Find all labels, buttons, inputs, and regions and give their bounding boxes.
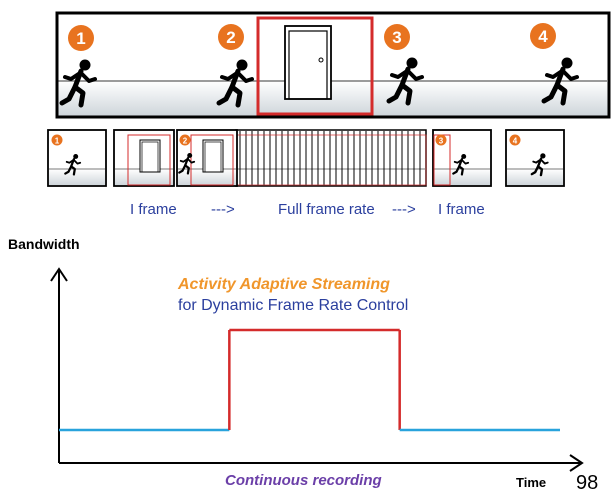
- scene-panel: 1 2 3 4: [55, 11, 613, 121]
- marker-4: 4: [530, 23, 556, 49]
- bottom-caption: Continuous recording: [225, 472, 382, 489]
- chart-axes: [50, 267, 584, 472]
- marker-1-label: 1: [76, 29, 85, 48]
- bandwidth-chart: [0, 255, 613, 485]
- thumbnail-2: 2: [176, 129, 238, 187]
- frame-caption: I frame ---> Full frame rate ---> I fram…: [0, 201, 613, 221]
- thumbnail-1: 1: [47, 129, 107, 187]
- marker-2: 2: [218, 24, 244, 50]
- annotation-subtitle: for Dynamic Frame Rate Control: [178, 297, 409, 314]
- page-number: 98: [576, 472, 599, 494]
- frame-strip-svg: 1 2: [47, 129, 565, 187]
- scene-svg: 1 2 3 4: [55, 11, 611, 119]
- door-highlight-box: [256, 16, 374, 116]
- door-knob: [318, 57, 324, 63]
- thumb-1-marker: 1: [55, 137, 60, 146]
- thumb-3-marker: 3: [439, 137, 444, 146]
- caption-iframe-right: I frame: [438, 201, 485, 218]
- y-axis-arrow-icon: [50, 267, 68, 282]
- thumb-2-marker: 2: [183, 137, 188, 146]
- thumb-4-marker: 4: [513, 137, 518, 146]
- thumbnail-3: 3: [432, 129, 492, 187]
- bandwidth-chart-svg: [50, 267, 584, 472]
- marker-4-label: 4: [538, 27, 548, 46]
- caption-arrow-left: --->: [211, 201, 235, 218]
- x-axis-arrow-icon: [569, 454, 584, 472]
- annotation-title: Activity Adaptive Streaming: [178, 276, 390, 293]
- y-axis-label: Bandwidth: [8, 236, 80, 252]
- x-axis-label: Time: [516, 475, 547, 490]
- marker-2-label: 2: [226, 28, 235, 47]
- thumbnail-door: [113, 129, 175, 187]
- caption-arrow-right: --->: [392, 201, 416, 218]
- marker-3: 3: [384, 24, 410, 50]
- thumbnail-4: 4: [505, 129, 565, 187]
- caption-full-frame-rate: Full frame rate: [278, 201, 375, 218]
- stack-frame-lines: [239, 131, 421, 185]
- bandwidth-series: [59, 328, 560, 432]
- door-icon: [284, 25, 332, 100]
- frame-strip: 1 2: [0, 125, 613, 195]
- full-frame-rate-stack: [235, 129, 427, 187]
- marker-1: 1: [68, 25, 94, 51]
- marker-3-label: 3: [392, 28, 401, 47]
- door-panel: [288, 30, 328, 100]
- caption-iframe-left: I frame: [130, 201, 177, 218]
- scene-floor: [58, 81, 608, 116]
